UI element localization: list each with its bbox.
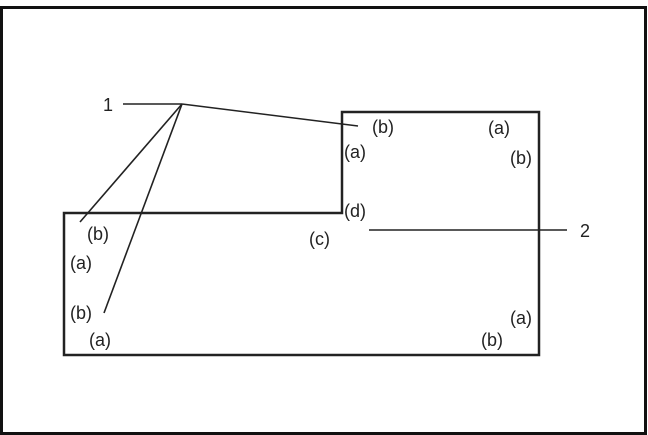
label-upper-left-a: (a) bbox=[344, 142, 366, 162]
label-left-top-a: (a) bbox=[70, 253, 92, 273]
label-right-bottom-a: (a) bbox=[510, 308, 532, 328]
leader-line-1-to-upper-corner bbox=[181, 103, 359, 127]
label-upper-left-b: (b) bbox=[372, 117, 394, 137]
label-left-bottom-a: (a) bbox=[89, 330, 111, 350]
label-right-bottom-b: (b) bbox=[481, 330, 503, 350]
label-left-bottom-b: (b) bbox=[70, 303, 92, 323]
label-step-d: (d) bbox=[344, 201, 366, 221]
leader-line-1-to-left-bottom-corner bbox=[103, 103, 183, 314]
label-left-top-b: (b) bbox=[87, 224, 109, 244]
panel-outline bbox=[62, 110, 541, 357]
label-upper-right-a: (a) bbox=[488, 118, 510, 138]
frame-border bbox=[0, 6, 647, 435]
callout-2: 2 bbox=[580, 221, 590, 241]
label-upper-right-b: (b) bbox=[510, 148, 532, 168]
label-step-c: (c) bbox=[309, 229, 330, 249]
callout-1: 1 bbox=[103, 95, 113, 115]
leader-line-1-to-left-top-corner bbox=[79, 103, 183, 223]
